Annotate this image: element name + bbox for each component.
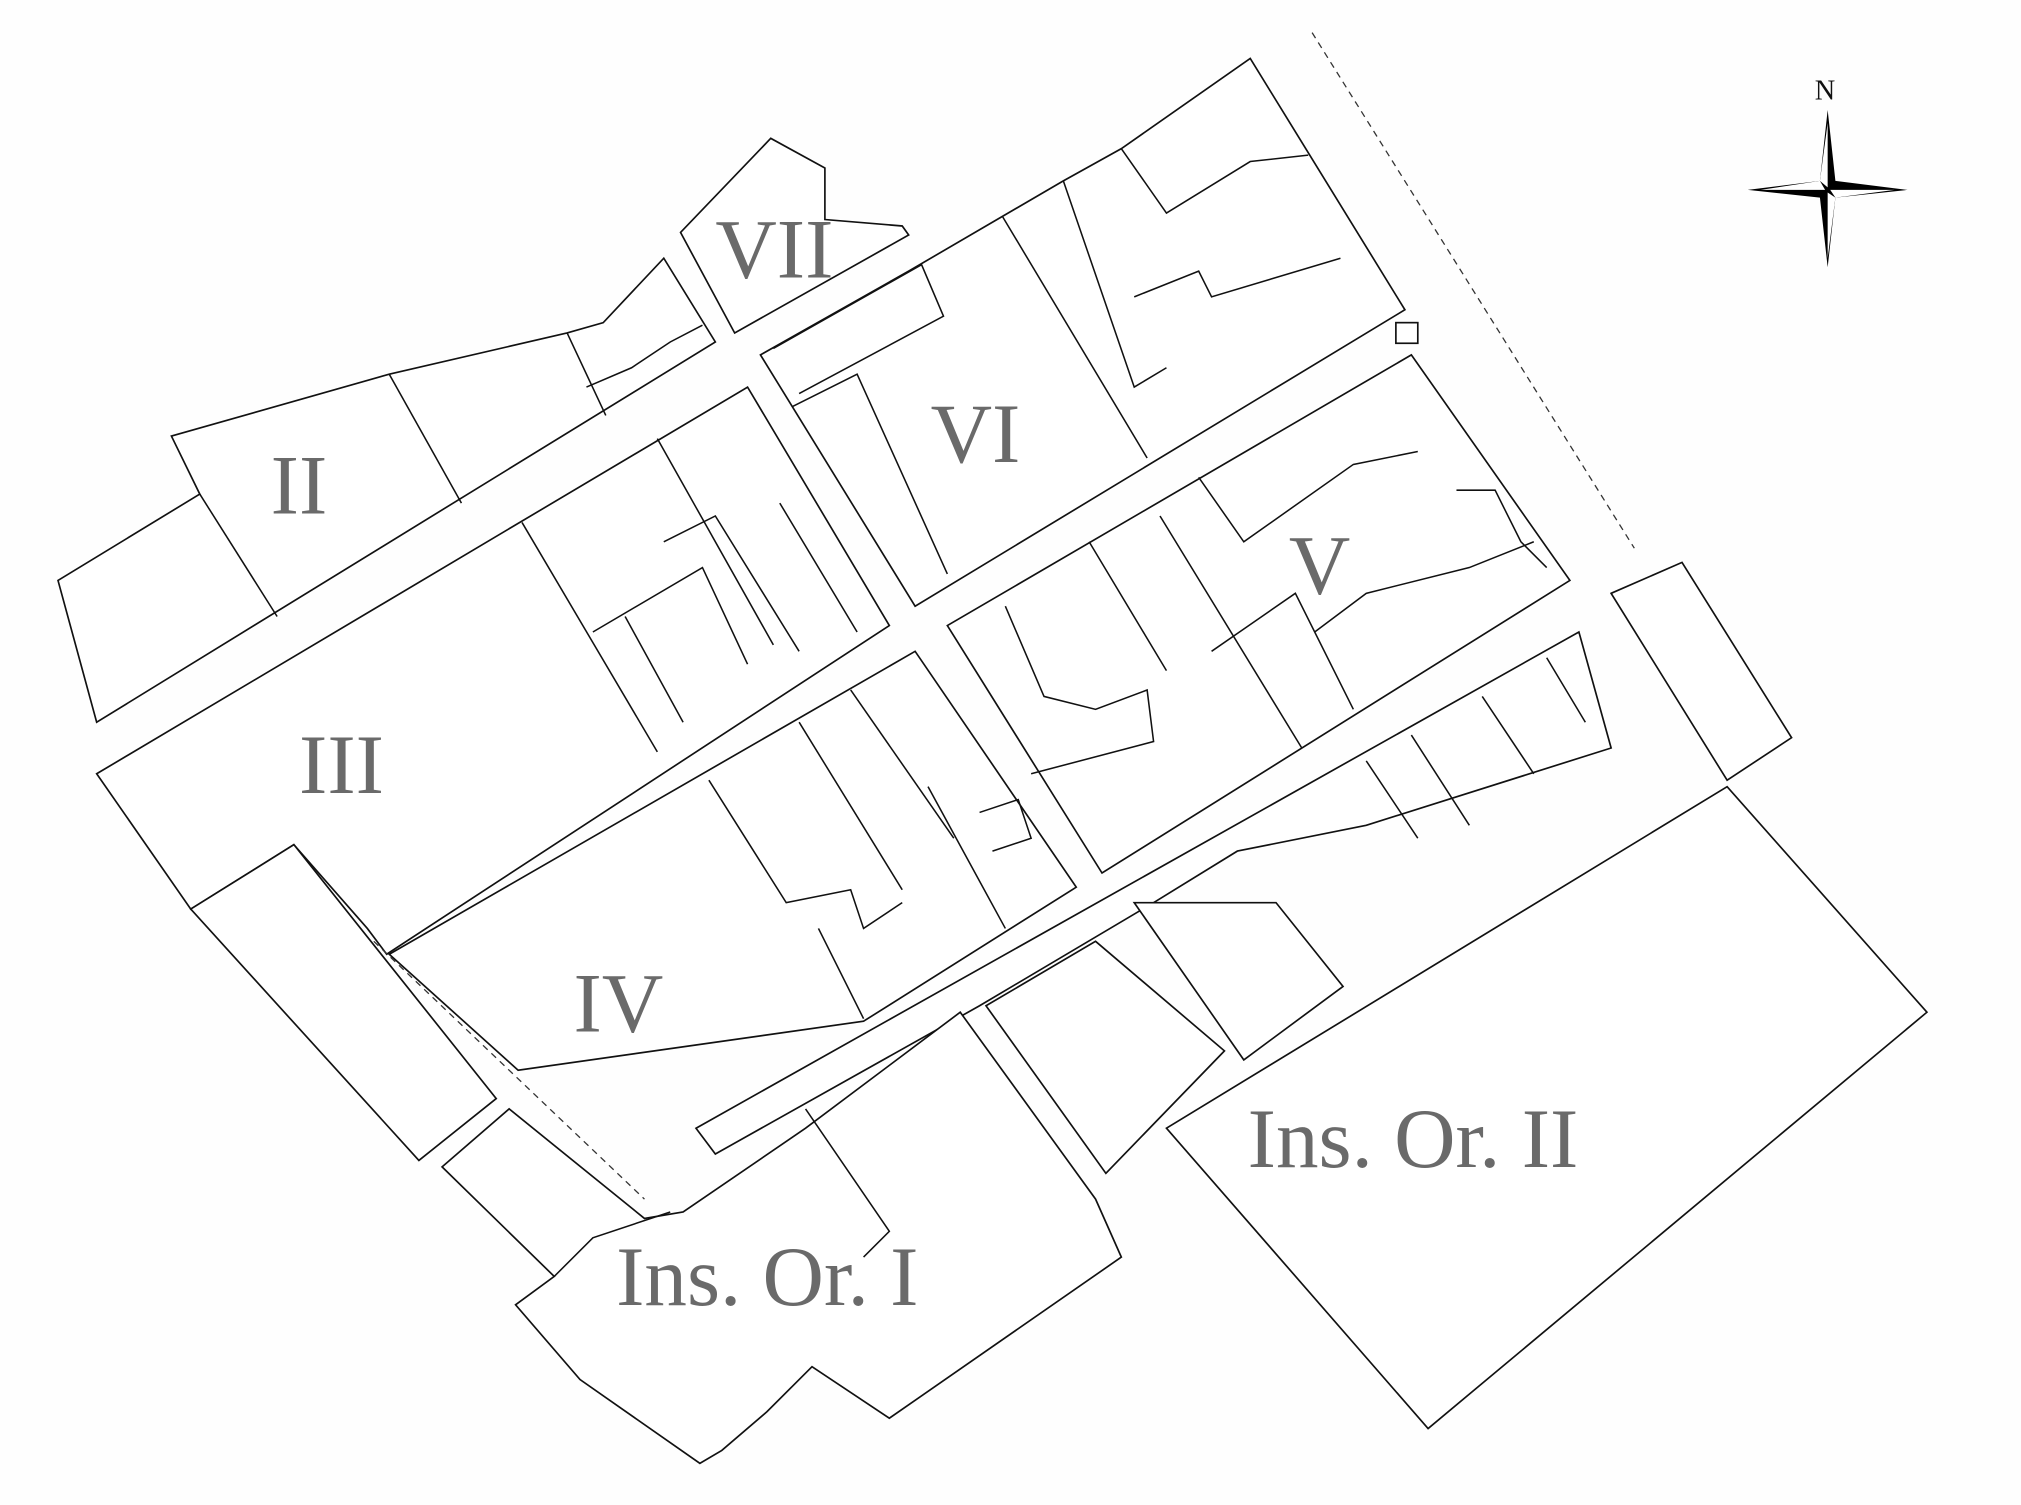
insula-orientalis-i-block — [440, 1011, 1123, 1465]
label-iii: III — [299, 718, 384, 812]
label-ins-or-ii: Ins. Or. II — [1248, 1092, 1579, 1186]
label-vi: VI — [931, 387, 1021, 481]
insula-v-block — [946, 353, 1572, 875]
east-corner-block — [1609, 561, 1793, 782]
north-arrow: N — [1747, 76, 1908, 268]
label-vii: VII — [715, 203, 833, 297]
middle-south-block-a — [984, 940, 1226, 1175]
block-outlines — [57, 32, 1929, 1465]
compass-rose-icon — [1747, 109, 1908, 268]
insula-vii-block — [679, 137, 910, 335]
insula-iv-block — [387, 650, 1078, 1072]
insula-vi-block — [759, 57, 1407, 608]
label-ins-or-i: Ins. Or. I — [616, 1230, 918, 1324]
label-v: V — [1289, 518, 1350, 612]
middle-south-block-b — [1132, 901, 1345, 1062]
long-west-block — [189, 843, 498, 1162]
insula-orientalis-ii-block — [1165, 785, 1929, 1430]
insula-labels: VII VI II V III IV Ins. Or. II Ins. Or. … — [271, 203, 1579, 1324]
label-iv: IV — [574, 957, 664, 1051]
north-label: N — [1815, 76, 1835, 107]
label-ii: II — [271, 438, 328, 532]
south-strip-block — [694, 630, 1613, 1156]
insula-ii-block — [57, 256, 717, 724]
